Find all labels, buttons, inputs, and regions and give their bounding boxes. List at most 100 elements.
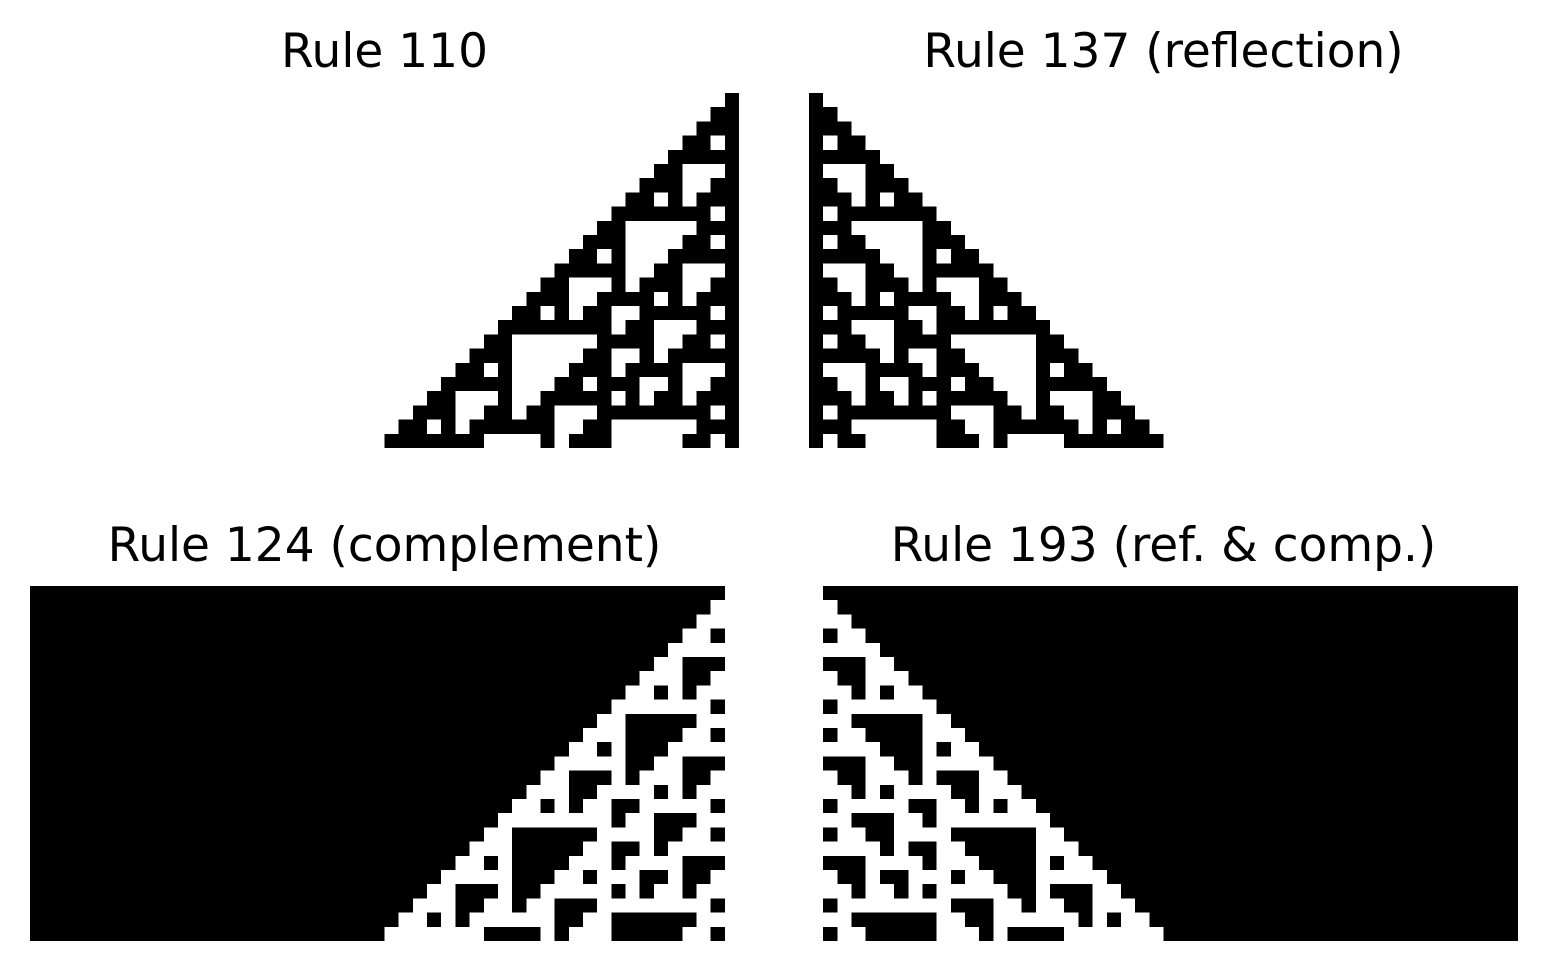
live-cell-run <box>950 827 1036 842</box>
live-cell-run <box>455 884 498 899</box>
live-cell-run <box>30 813 498 828</box>
live-cell-run <box>30 642 669 657</box>
live-cell-run <box>611 841 640 856</box>
live-cell-run <box>724 334 739 349</box>
live-cell-run <box>30 699 612 714</box>
live-cell-run <box>837 334 866 349</box>
live-cell-run <box>625 192 654 207</box>
live-cell-run <box>837 600 1518 615</box>
live-cell-run <box>469 348 513 363</box>
live-cell-run <box>936 391 1008 406</box>
live-cell-run <box>682 884 697 899</box>
live-cell-run <box>922 813 937 828</box>
live-cell-run <box>865 827 895 842</box>
live-cell-run <box>583 306 612 321</box>
live-cell-run <box>384 433 484 448</box>
automaton-grid <box>809 586 1518 941</box>
live-cell-run <box>865 628 1518 643</box>
live-cell-run <box>710 728 725 743</box>
live-cell-run <box>865 192 880 207</box>
live-cell-run <box>837 433 866 448</box>
live-cell-run <box>894 320 923 335</box>
live-cell-run <box>724 164 739 179</box>
live-cell-run <box>1092 419 1107 434</box>
live-cell-run <box>625 391 640 406</box>
live-cell-run <box>696 192 739 207</box>
live-cell-run <box>682 671 711 686</box>
panel-title: Rule 193 (ref. & comp.) <box>890 518 1437 573</box>
live-cell-run <box>696 391 739 406</box>
live-cell-run <box>1035 377 1107 392</box>
live-cell-run <box>922 277 937 292</box>
live-cell-run <box>682 784 697 799</box>
live-cell-run <box>1092 855 1518 870</box>
live-cell-run <box>993 419 1079 434</box>
live-cell-run <box>823 628 838 643</box>
live-cell-run <box>696 291 739 306</box>
live-cell-run <box>1007 306 1036 321</box>
live-cell-run <box>950 249 980 264</box>
live-cell-run <box>809 419 852 434</box>
live-cell-run <box>653 784 669 799</box>
live-cell-run <box>568 784 598 799</box>
live-cell-run <box>512 870 555 885</box>
live-cell-run <box>724 235 739 250</box>
panel-rule-193-reflection-complement: Rule 193 (ref. & comp.) <box>809 490 1518 970</box>
live-cell-run <box>809 249 880 264</box>
live-cell-run <box>611 926 683 941</box>
live-cell-run <box>625 713 697 728</box>
live-cell-run <box>427 391 456 406</box>
live-cell-run <box>682 135 711 150</box>
live-cell-run <box>30 855 456 870</box>
live-cell-run <box>30 628 683 643</box>
live-cell-run <box>979 291 1022 306</box>
live-cell-run <box>597 220 626 235</box>
live-cell-run <box>724 362 739 377</box>
live-cell-run <box>979 926 994 941</box>
live-cell-run <box>554 898 598 913</box>
live-cell-run <box>964 841 1036 856</box>
live-cell-run <box>639 884 654 899</box>
live-cell-run <box>427 912 442 927</box>
live-cell-run <box>1120 419 1150 434</box>
live-cell-run <box>809 206 824 221</box>
live-cell-run <box>964 799 980 814</box>
live-cell-run <box>837 306 909 321</box>
live-cell-run <box>30 614 697 629</box>
live-cell-run <box>653 813 697 828</box>
live-cell-run <box>837 206 937 221</box>
live-cell-run <box>30 756 555 771</box>
live-cell-run <box>809 220 852 235</box>
live-cell-run <box>30 827 484 842</box>
live-cell-run <box>625 770 640 785</box>
live-cell-run <box>30 784 527 799</box>
live-cell-run <box>1035 799 1518 814</box>
live-cell-run <box>865 391 895 406</box>
live-cell-run <box>1021 898 1036 913</box>
live-cell-run <box>922 235 965 250</box>
live-cell-run <box>540 277 569 292</box>
panel-rule-137-reflection: Rule 137 (reflection) <box>809 0 1518 490</box>
live-cell-run <box>497 391 513 406</box>
live-cell-run <box>639 306 711 321</box>
live-cell-run <box>809 263 824 278</box>
live-cell-run <box>993 433 1008 448</box>
live-cell-run <box>682 657 725 672</box>
automaton-grid <box>809 93 1518 448</box>
live-cell-run <box>30 884 428 899</box>
live-cell-run <box>512 855 569 870</box>
live-cell-run <box>710 178 739 193</box>
live-cell-run <box>455 362 484 377</box>
live-cell-run <box>1035 405 1065 420</box>
live-cell-run <box>710 827 725 842</box>
live-cell-run <box>809 362 824 377</box>
live-cell-run <box>851 685 866 700</box>
live-cell-run <box>908 391 923 406</box>
live-cell-run <box>908 377 951 392</box>
live-cell-run <box>30 770 541 785</box>
live-cell-run <box>1135 898 1518 913</box>
live-cell-run <box>865 263 895 278</box>
live-cell-run <box>710 898 725 913</box>
live-cell-run <box>894 657 1518 672</box>
live-cell-run <box>469 419 555 434</box>
